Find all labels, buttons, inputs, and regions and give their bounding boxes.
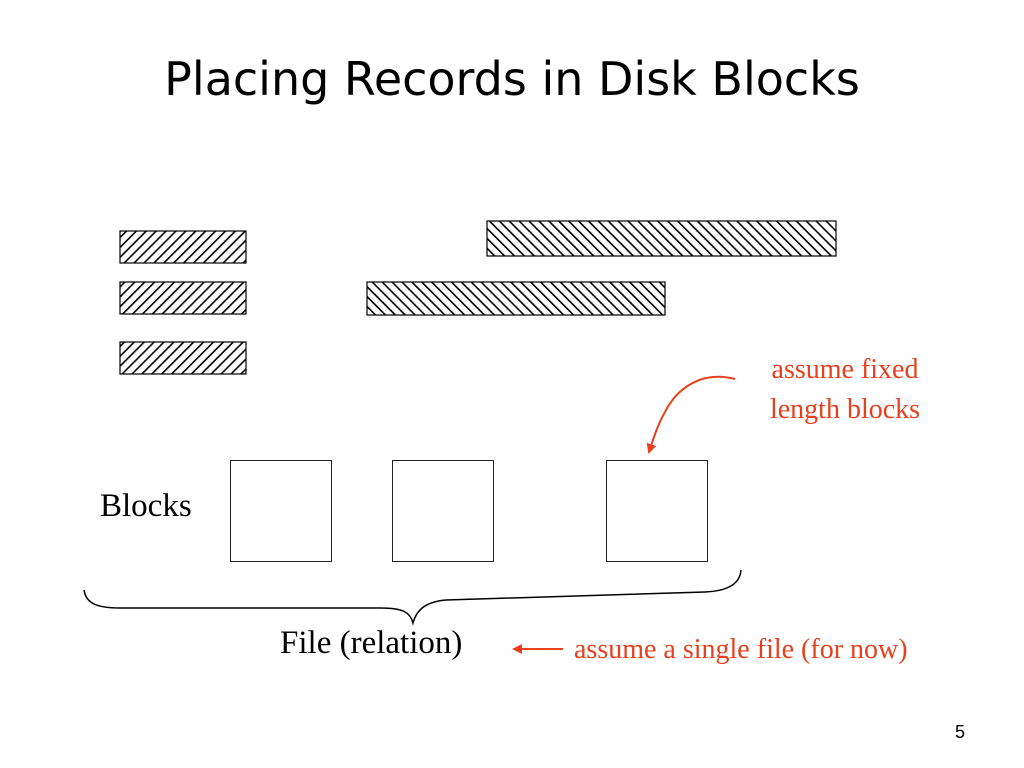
single-file-note: assume a single file (for now) xyxy=(574,634,908,665)
disk-block-3 xyxy=(606,460,708,562)
slide-title: Placing Records in Disk Blocks xyxy=(164,52,860,106)
fixed-length-note: assume fixed length blocks xyxy=(769,354,921,425)
long-record-1 xyxy=(486,220,837,257)
disk-block-1 xyxy=(230,460,332,562)
file-brace xyxy=(83,569,742,626)
disk-block-2 xyxy=(392,460,494,562)
short-record-3 xyxy=(119,341,247,375)
blocks-label: Blocks xyxy=(100,488,192,524)
page-number: 5 xyxy=(954,722,965,742)
file-relation-label: File (relation) xyxy=(280,625,463,661)
short-record-2 xyxy=(119,281,247,315)
short-record-1 xyxy=(119,230,247,264)
fixed-length-arrow xyxy=(646,375,736,454)
long-record-2 xyxy=(366,281,666,316)
